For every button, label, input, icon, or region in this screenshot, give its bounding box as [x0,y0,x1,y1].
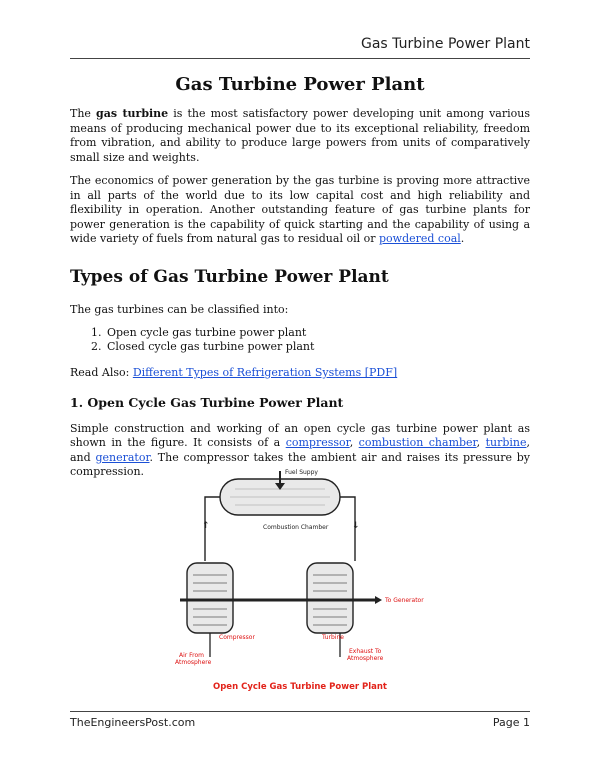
generator-link[interactable]: generator [95,450,150,464]
separator: , [476,436,486,449]
types-list: Open cycle gas turbine power plant Close… [70,326,530,354]
types-heading: Types of Gas Turbine Power Plant [70,266,389,287]
powdered-coal-link[interactable]: powdered coal [379,232,461,245]
open-cycle-text: Simple construction and working of an op… [70,421,530,450]
intro-text-start: The [70,107,97,120]
figure-caption: Open Cycle Gas Turbine Power Plant [213,682,387,692]
intro-bold-term: gas turbine [96,107,169,120]
fuel-nozzle [275,483,285,490]
open-cycle-diagram: Fuel Suppy Combustion Chamber ↑ ↓ To Gen… [175,463,425,695]
open-cycle-text-end: . The compressor takes the ambient air a… [70,450,531,479]
flow-arrow-up: ↑ [202,521,210,531]
read-also-label: Read Also: [70,366,133,379]
intro-paragraph: The gas turbine is the most satisfactory… [70,107,530,165]
combustion-chamber-link[interactable]: combustion chamber [358,436,477,449]
header-rule [70,58,530,59]
compressed-air-pipe [204,496,220,561]
economics-paragraph: The economics of power generation by the… [70,174,530,247]
economics-text: The economics of power generation by the… [70,174,530,245]
combustion-chamber-label: Combustion Chamber [263,524,329,531]
intro-text-end: is the most satisfactory power developin… [70,107,530,164]
compressor-label: Compressor [219,634,255,641]
compressor-link[interactable]: compressor [285,436,350,449]
open-cycle-paragraph: Simple construction and working of an op… [70,422,530,480]
footer-page-number: Page 1 [492,716,530,729]
to-generator-label: To Generator [384,597,424,604]
turbine-link[interactable]: turbine [485,436,527,449]
turbine-label: Turbine [321,634,344,641]
section-heading-open-cycle: 1. Open Cycle Gas Turbine Power Plant [70,394,344,410]
fuel-supply-label: Fuel Suppy [285,469,318,476]
shaft-arrow [375,596,382,604]
list-item: Closed cycle gas turbine power plant [105,340,530,354]
refrigeration-systems-link[interactable]: Different Types of Refrigeration Systems… [132,366,398,379]
separator: , [349,436,359,449]
hot-gas-pipe [340,496,356,561]
page-title: Gas Turbine Power Plant [175,74,425,95]
footer-site: TheEngineersPost.com [70,716,196,729]
exhaust-to-label: Exhaust To [349,648,382,655]
turbine-shape [306,562,354,634]
compressor-shape [186,562,234,634]
separator: , and [70,436,530,464]
read-also: Read Also: Different Types of Refrigerat… [70,366,530,381]
running-header-title: Gas Turbine Power Plant [361,36,530,52]
atmosphere-right-label: Atmosphere [347,655,384,662]
economics-end: . [460,232,465,245]
article-body: Gas Turbine Power Plant The gas turbine … [70,68,530,489]
classify-text: The gas turbines can be classified into: [70,302,289,316]
atmosphere-left-label: Atmosphere [175,659,212,666]
air-from-label: Air From [179,652,204,659]
flow-arrow-down: ↓ [352,521,360,531]
list-item: Open cycle gas turbine power plant [105,326,530,340]
footer-rule [70,711,530,712]
